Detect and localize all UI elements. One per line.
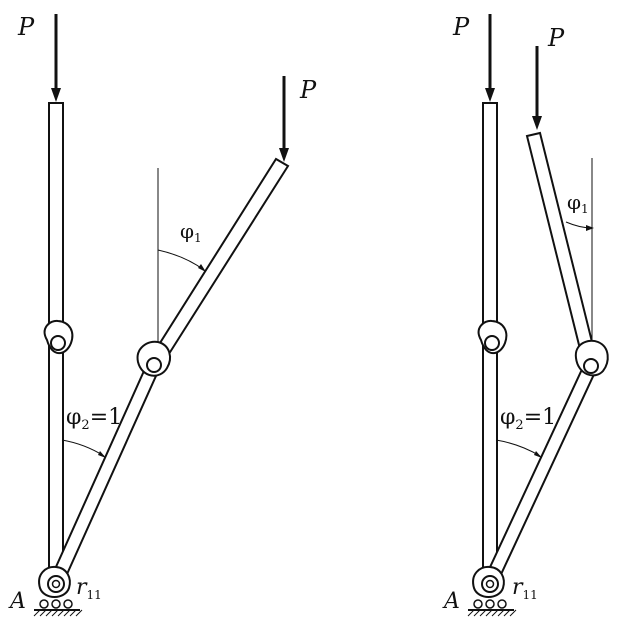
left-reaction-subscript: 11 [87, 588, 102, 602]
right-phi1-symbol: φ [567, 190, 581, 214]
left-diagram [33, 14, 290, 617]
left-phi1-arc-arrowhead [198, 264, 206, 272]
left-lower-inclined-bar [49, 360, 162, 585]
left-phi2-symbol: φ [66, 405, 81, 430]
left-inclined-load-label: P [299, 76, 317, 104]
left-phi2-label: φ2=1 [66, 405, 122, 433]
right-phi2-symbol: φ [500, 405, 515, 430]
right-phi2-arc [495, 439, 541, 457]
left-reaction-symbol: r [76, 575, 88, 600]
right-support-label: A [442, 589, 460, 614]
left-support-A [34, 565, 80, 611]
left-support-label: A [8, 589, 26, 614]
left-phi1-symbol: φ [180, 219, 194, 243]
right-vertical-load-label: P [452, 13, 470, 41]
right-phi2-arc-arrowhead [534, 451, 542, 458]
left-phi2-subscript: 2 [81, 418, 89, 433]
left-phi1-label: φ1 [180, 219, 202, 245]
right-inclined-load-label: P [547, 24, 565, 52]
right-phi1-subscript: 1 [581, 202, 589, 216]
right-phi1-label: φ1 [567, 190, 589, 216]
left-vertical-middle-hinge [43, 319, 74, 355]
right-reaction-subscript: 11 [523, 588, 538, 602]
right-diagram [467, 14, 609, 617]
right-lower-inclined-bar [483, 363, 598, 585]
left-upper-inclined-bar [146, 157, 290, 370]
left-phi2-value: =1 [90, 405, 122, 430]
left-phi1-subscript: 1 [194, 231, 202, 245]
right-phi2-subscript: 2 [515, 418, 523, 433]
right-phi1-arc-arrowhead [586, 225, 594, 231]
right-upper-inclined-bar [525, 131, 598, 363]
left-inclined-middle-hinge [136, 340, 171, 377]
left-phi1-arc [157, 249, 205, 271]
right-inclined-middle-hinge [574, 339, 609, 377]
right-vertical-middle-hinge [477, 319, 508, 355]
right-reaction-label: r11 [512, 575, 538, 602]
left-inclined-load-arrowhead [279, 148, 289, 162]
left-reaction-label: r11 [76, 575, 102, 602]
right-phi2-label: φ2=1 [500, 405, 556, 433]
right-support-A [468, 565, 514, 611]
right-reaction-symbol: r [512, 575, 524, 600]
right-vertical-load-arrowhead [485, 88, 495, 102]
right-ground-hatch [467, 609, 517, 617]
left-phi2-arc [61, 439, 105, 457]
left-vertical-load-arrowhead [51, 88, 61, 102]
left-vertical-load-label: P [17, 13, 35, 41]
right-phi2-value: =1 [524, 405, 556, 430]
left-phi2-arc-arrowhead [98, 451, 106, 458]
right-inclined-load-arrowhead [532, 116, 542, 130]
left-ground-hatch [33, 609, 83, 617]
